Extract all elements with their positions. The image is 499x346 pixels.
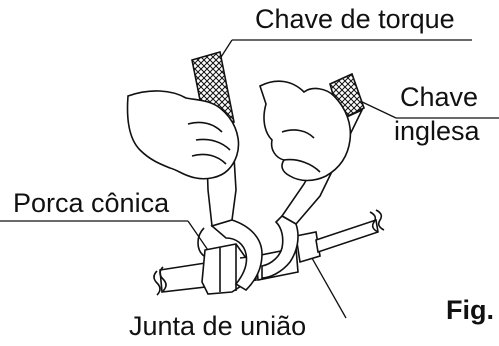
label-spanner-line1: Chave — [400, 82, 479, 112]
left-pipe — [153, 261, 215, 296]
label-spanner-line2: inglesa — [394, 116, 480, 146]
leader-spanner-diag — [357, 99, 397, 119]
label-flare-nut: Porca cônica — [13, 188, 170, 218]
right-hand — [259, 80, 352, 182]
figure-label: Fig. — [446, 295, 494, 325]
label-torque-wrench: Chave de torque — [255, 4, 455, 34]
left-hand — [126, 90, 240, 180]
label-union-joint: Junta de união — [129, 311, 307, 341]
